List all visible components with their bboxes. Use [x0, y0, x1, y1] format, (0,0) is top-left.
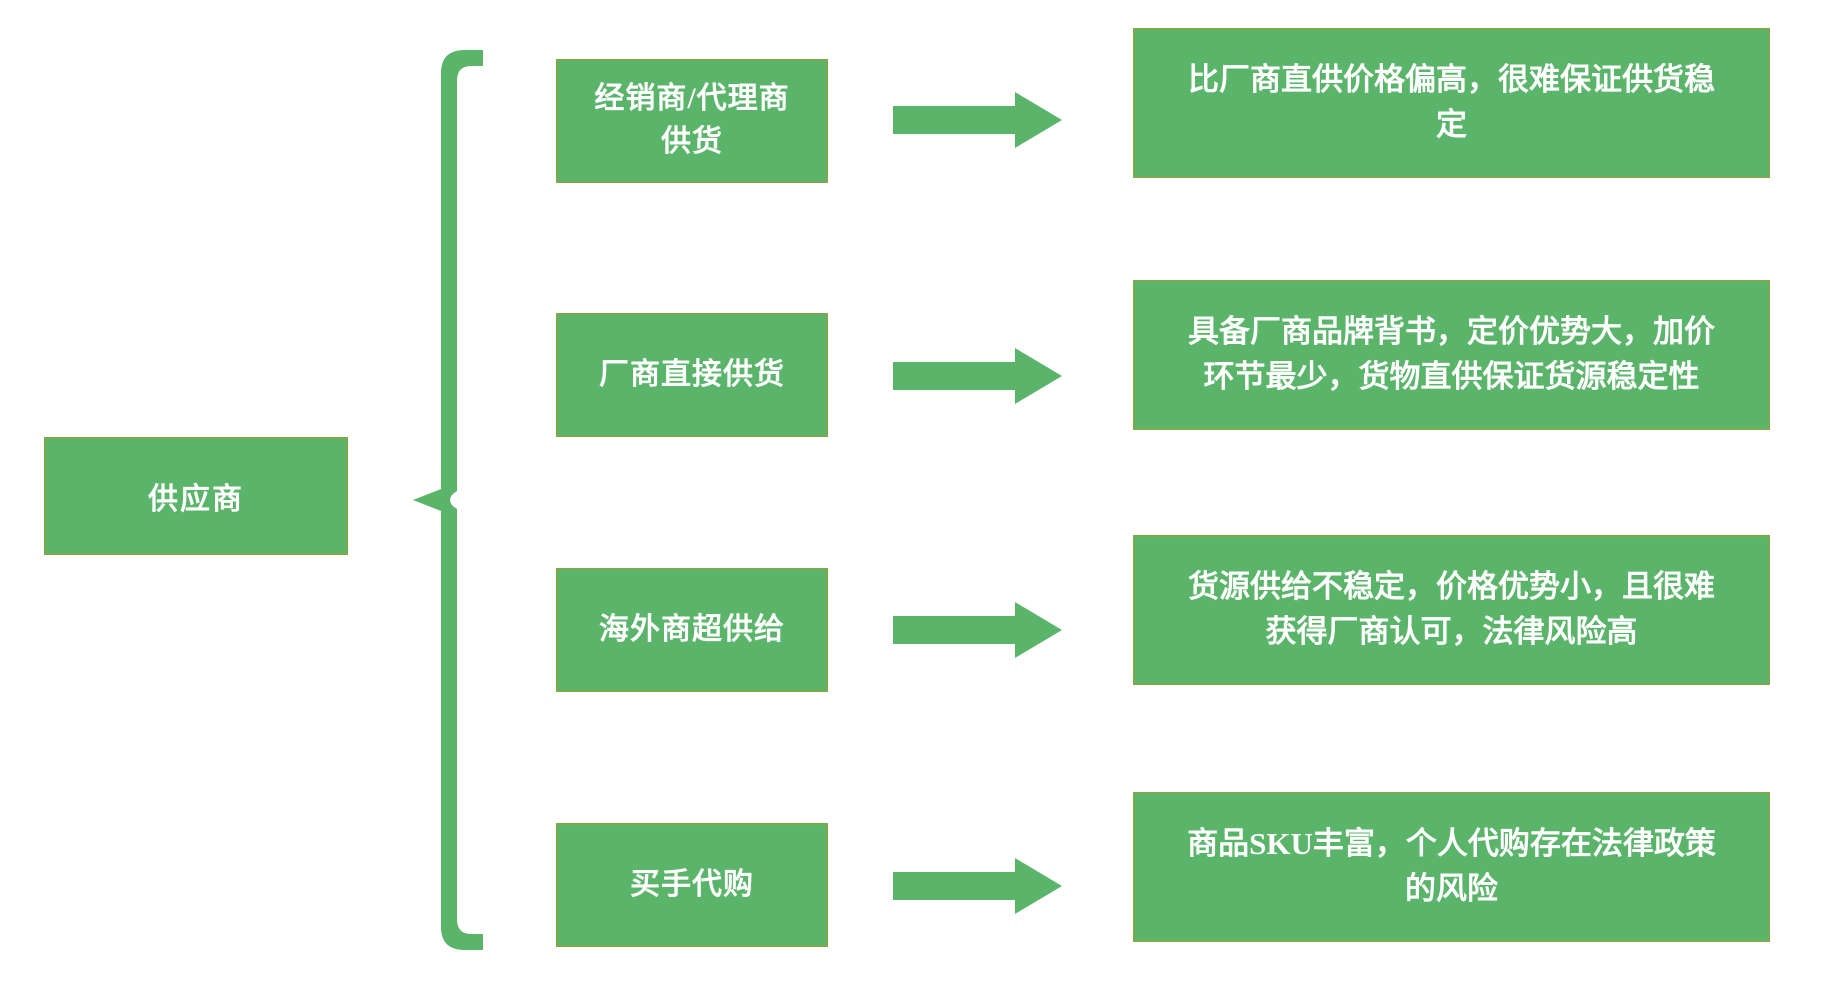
- description-box-buyer-daigou: 商品SKU丰富，个人代购存在法律政策 的风险: [1133, 792, 1770, 942]
- option-box-overseas-supermarket: 海外商超供给: [556, 568, 828, 692]
- option-box-buyer-daigou: 买手代购: [556, 823, 828, 947]
- root-label: 供应商: [148, 483, 244, 516]
- arrow-right-icon: [893, 858, 1062, 914]
- option-label: 海外商超供给: [599, 612, 785, 646]
- description-box-manufacturer: 具备厂商品牌背书，定价优势大，加价 环节最少，货物直供保证货源稳定性: [1133, 280, 1770, 430]
- root-box-supplier: 供应商: [44, 437, 348, 555]
- description-text: 具备厂商品牌背书，定价优势大，加价 环节最少，货物直供保证货源稳定性: [1188, 314, 1715, 394]
- option-label: 厂商直接供货: [599, 357, 785, 391]
- arrow-right-icon: [893, 92, 1062, 148]
- option-label: 经销商/代理商 供货: [594, 82, 790, 158]
- option-label: 买手代购: [630, 867, 754, 901]
- curly-brace-icon: [413, 50, 483, 950]
- description-text: 商品SKU丰富，个人代购存在法律政策 的风险: [1187, 826, 1716, 906]
- arrow-right-icon: [893, 348, 1062, 404]
- arrow-right-icon: [893, 602, 1062, 658]
- option-box-manufacturer: 厂商直接供货: [556, 313, 828, 437]
- description-box-distributor: 比厂商直供价格偏高，很难保证供货稳 定: [1133, 28, 1770, 178]
- description-text: 货源供给不稳定，价格优势小，且很难 获得厂商认可，法律风险高: [1188, 569, 1715, 649]
- description-text: 比厂商直供价格偏高，很难保证供货稳 定: [1188, 62, 1715, 142]
- description-box-overseas-supermarket: 货源供给不稳定，价格优势小，且很难 获得厂商认可，法律风险高: [1133, 535, 1770, 685]
- option-box-distributor: 经销商/代理商 供货: [556, 59, 828, 183]
